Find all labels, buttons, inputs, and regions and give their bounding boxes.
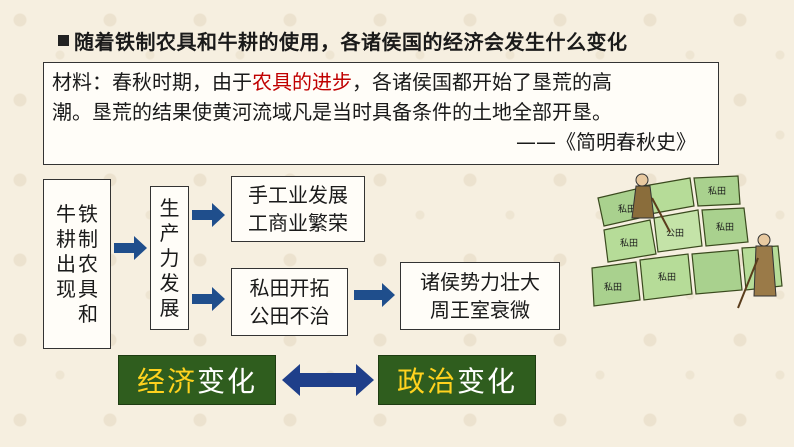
double-arrow-icon — [282, 364, 374, 396]
cause-char: 和 — [78, 301, 98, 326]
arrow-to-power — [354, 283, 395, 307]
power-line-1: 诸侯势力壮大 — [420, 270, 540, 294]
fields-line-2: 公田不治 — [249, 304, 330, 328]
cause-col-right: 铁制农具和 — [78, 202, 98, 327]
power-line-2: 周王室衰微 — [430, 298, 530, 322]
field-label-4: 私田 — [620, 238, 638, 249]
material-box: 材料：春秋时期，由于农具的进步，各诸侯国都开始了垦荒的高 潮。垦荒的结果使黄河流… — [43, 62, 719, 165]
field-label-6: 私田 — [604, 282, 622, 293]
cause-char: 牛 — [56, 201, 76, 226]
question-text: 随着铁制农具和牛耕的使用，各诸侯国的经济会发生什么变化 — [74, 30, 628, 54]
cause-char: 制 — [78, 226, 98, 251]
field-label-1: 私田 — [618, 204, 636, 215]
political-change-label: 政治变化 — [378, 355, 536, 405]
fields-line-1: 私田开拓 — [249, 276, 330, 300]
productivity-text: 生产力发展 — [160, 196, 180, 321]
cause-char: 铁 — [78, 201, 98, 226]
productivity-char: 发 — [159, 270, 180, 295]
arrow-to-craft — [192, 203, 225, 227]
material-line-1: 材料：春秋时期，由于农具的进步，各诸侯国都开始了垦荒的高 — [52, 67, 710, 97]
field-label-2: 私田 — [708, 186, 726, 197]
power-box: 诸侯势力壮大 周王室衰微 — [400, 262, 560, 330]
arrow-to-fields — [192, 287, 225, 311]
productivity-char: 生 — [159, 195, 180, 220]
productivity-box: 生产力发展 — [150, 186, 189, 330]
field-label-7: 私田 — [658, 272, 676, 283]
material-source: ——《简明春秋史》 — [516, 130, 696, 154]
farmer-right-figure — [737, 233, 777, 309]
field-label-3: 公田 — [666, 228, 684, 239]
cause-char: 农 — [78, 251, 98, 276]
political-word: 政治 — [396, 365, 457, 398]
material-prefix: 材料：春秋时期，由于 — [52, 70, 252, 94]
cause-col-left: 牛耕出现 — [56, 202, 76, 327]
question-heading: 随着铁制农具和牛耕的使用，各诸侯国的经济会发生什么变化 — [58, 26, 628, 55]
cause-char: 出 — [56, 251, 76, 276]
craft-box: 手工业发展 工商业繁荣 — [231, 176, 365, 242]
material-line1-rest: ，各诸侯国都开始了垦荒的高 — [352, 70, 612, 94]
field-label-5: 私田 — [716, 222, 734, 233]
material-line-2: 潮。垦荒的结果使黄河流域凡是当时具备条件的土地全部开垦。 — [52, 100, 612, 124]
craft-line-2: 工商业繁荣 — [248, 211, 348, 235]
cause-char: 具 — [78, 276, 98, 301]
cause-char: 现 — [56, 276, 76, 301]
bullet-square-icon — [58, 35, 69, 46]
farmer-left-figure — [631, 173, 671, 233]
political-change-word: 变化 — [457, 365, 518, 398]
economic-change-label: 经济变化 — [118, 355, 276, 405]
craft-line-1: 手工业发展 — [248, 183, 348, 207]
farmers-fields-illustration: 私田 私田 公田 私田 私田 私田 私田 — [591, 173, 783, 309]
productivity-char: 力 — [159, 245, 180, 270]
cause-box: 铁制农具和 牛耕出现 — [43, 179, 111, 349]
arrow-cause-to-productivity — [114, 236, 147, 260]
productivity-char: 产 — [159, 220, 180, 245]
economic-word: 经济 — [136, 365, 197, 398]
material-highlight: 农具的进步 — [252, 70, 352, 94]
productivity-char: 展 — [159, 295, 180, 320]
fields-box: 私田开拓 公田不治 — [231, 268, 348, 336]
economic-change-word: 变化 — [197, 365, 258, 398]
cause-char: 耕 — [56, 226, 76, 251]
